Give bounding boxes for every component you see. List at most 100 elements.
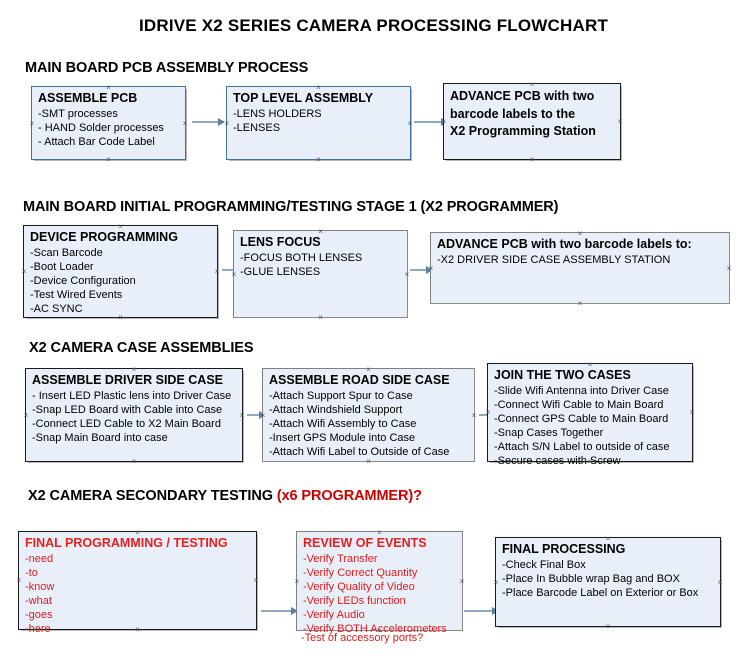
node-line: - Insert LED Plastic lens into Driver Ca… [32,390,232,402]
connection-handle-right[interactable] [459,578,466,585]
node-lens-focus[interactable]: LENS FOCUS -FOCUS BOTH LENSES -GLUE LENS… [233,230,408,318]
node-join-the-two-cases[interactable]: JOIN THE TWO CASES -Slide Wifi Antenna i… [487,361,696,467]
connection-handle-right[interactable] [407,120,414,127]
connection-handle-right[interactable] [239,412,246,419]
connection-handle-bottom[interactable] [317,314,324,321]
connection-handle-right[interactable] [717,579,724,586]
arrow-lens-focus-to-advance-pcb [410,266,433,274]
node-line: X2 Programming Station [450,124,596,138]
connection-handle-right[interactable] [182,120,189,127]
node-title: FINAL PROGRAMMING / TESTING [25,536,228,550]
connection-handle-bottom[interactable] [529,156,536,163]
connection-handle-top[interactable] [317,228,324,235]
node-line: -to [25,567,38,579]
connection-handle-top[interactable] [587,361,594,368]
node-line: -Device Configuration [30,275,136,287]
node-line: -Slide Wifi Antenna into Driver Case [494,385,669,397]
section-heading-programmer-note: (x6 PROGRAMMER)? [276,488,422,504]
node-title: FINAL PROCESSING [502,542,626,556]
node-line: -Verify LEDs function [303,595,406,607]
connection-handle-left[interactable] [493,579,500,586]
node-line: -Place In Bubble wrap Bag and BOX [502,573,680,585]
connection-handle-left[interactable] [231,271,238,278]
connection-handle-right[interactable] [253,577,260,584]
connection-handle-right[interactable] [617,118,624,125]
node-advance-pcb-to-driver-side-case-station[interactable]: ADVANCE PCB with two barcode labels to: … [430,232,730,304]
connection-handle-bottom[interactable] [131,458,138,465]
connection-handle-left[interactable] [294,578,301,585]
connection-handle-top[interactable] [134,529,141,536]
node-title: TOP LEVEL ASSEMBLY [233,91,374,105]
node-line: -Verify Correct Quantity [303,567,418,579]
node-line: -Check Final Box [502,559,586,571]
node-line: -Attach Wifi Label to Outside of Case [269,446,450,458]
node-line: -Connect LED Cable to X2 Main Board [32,418,221,430]
node-line: -what [25,595,52,607]
node-line: -Attach Windshield Support [269,404,403,416]
section-heading-main-board-initial-programming: MAIN BOARD INITIAL PROGRAMMING/TESTING S… [23,199,559,215]
connection-handle-left[interactable] [21,268,28,275]
arrow-final-programming-to-review-of-events [261,607,298,615]
node-line: -Place Barcode Label on Exterior or Box [502,587,699,599]
section-heading-x2-camera-case-assemblies: X2 CAMERA CASE ASSEMBLIES [29,340,254,356]
node-line: - HAND Solder processes [38,122,164,134]
connection-handle-top[interactable] [529,81,536,88]
arrow-assemble-pcb-to-top-level-assembly [192,118,225,126]
connection-handle-left[interactable] [16,577,23,584]
section-heading-x2-camera-secondary-testing: X2 CAMERA SECONDARY TESTING (x6 PROGRAMM… [28,488,422,504]
node-advance-pcb-to-x2-programming-station[interactable]: ADVANCE PCB with two barcode labels to t… [443,83,621,160]
node-title: ASSEMBLE PCB [38,91,138,105]
node-line: -need [25,553,54,565]
connection-handle-bottom[interactable] [577,300,584,307]
node-title: ADVANCE PCB with two barcode labels to: [437,237,692,251]
node-review-of-events[interactable]: REVIEW OF EVENTS -Verify Transfer -Verif… [294,529,466,644]
connection-handle-right[interactable] [726,265,733,272]
connection-handle-left[interactable] [23,412,30,419]
connection-handle-top[interactable] [117,223,124,230]
connection-handle-top[interactable] [105,84,112,91]
connection-handle-right[interactable] [689,409,696,416]
section-heading-main-board-pcb-assembly: MAIN BOARD PCB ASSEMBLY PROCESS [25,60,309,76]
node-title: REVIEW OF EVENTS [303,536,427,550]
node-line: -Insert GPS Module into Case [269,432,416,444]
node-line: -Attach Wifi Assembly to Case [269,418,417,430]
node-line: -Verify Audio [303,609,365,621]
connection-handle-top[interactable] [376,529,383,536]
node-line: -Attach Support Spur to Case [269,390,413,402]
node-assemble-driver-side-case[interactable]: ASSEMBLE DRIVER SIDE CASE - Insert LED P… [25,368,243,462]
node-title: ADVANCE PCB with two [450,89,595,103]
node-line: -Scan Barcode [30,247,103,259]
node-final-processing[interactable]: FINAL PROCESSING -Check Final Box -Place… [495,537,721,627]
node-title: ASSEMBLE ROAD SIDE CASE [269,373,450,387]
connection-handle-top[interactable] [365,366,372,373]
node-line: barcode labels to the [450,107,576,121]
node-title: LENS FOCUS [240,235,321,249]
connection-handle-bottom[interactable] [605,623,612,630]
connection-handle-right[interactable] [214,268,221,275]
connection-handle-left[interactable] [29,120,36,127]
node-top-level-assembly[interactable]: TOP LEVEL ASSEMBLY -LENS HOLDERS -LENSES [226,86,411,160]
node-title: JOIN THE TWO CASES [494,368,631,382]
arrow-review-of-events-to-final-processing [464,607,499,615]
node-final-programming-testing[interactable]: FINAL PROGRAMMING / TESTING -need -to -k… [16,529,260,635]
connection-handle-right[interactable] [404,271,411,278]
connection-handle-bottom[interactable] [315,156,322,163]
connection-handle-top[interactable] [577,230,584,237]
node-assemble-road-side-case[interactable]: ASSEMBLE ROAD SIDE CASE -Attach Support … [262,368,475,462]
node-title: DEVICE PROGRAMMING [30,230,178,244]
node-device-programming[interactable]: DEVICE PROGRAMMING -Scan Barcode -Boot L… [23,225,218,318]
node-line: -LENS HOLDERS [233,108,322,120]
connection-handle-top[interactable] [131,366,138,373]
connection-handle-right[interactable] [471,412,478,419]
node-line: -Boot Loader [30,261,94,273]
node-line: -AC SYNC [30,303,83,315]
node-line: -Connect Wifi Cable to Main Board [494,399,664,411]
connection-handle-top[interactable] [605,535,612,542]
connection-handle-top[interactable] [315,84,322,91]
node-line: -here [25,623,51,635]
connection-handle-bottom[interactable] [105,156,112,163]
node-line: -Snap Cases Together [494,427,604,439]
node-line: -know [25,581,55,593]
node-assemble-pcb[interactable]: ASSEMBLE PCB -SMT processes - HAND Solde… [31,86,186,160]
